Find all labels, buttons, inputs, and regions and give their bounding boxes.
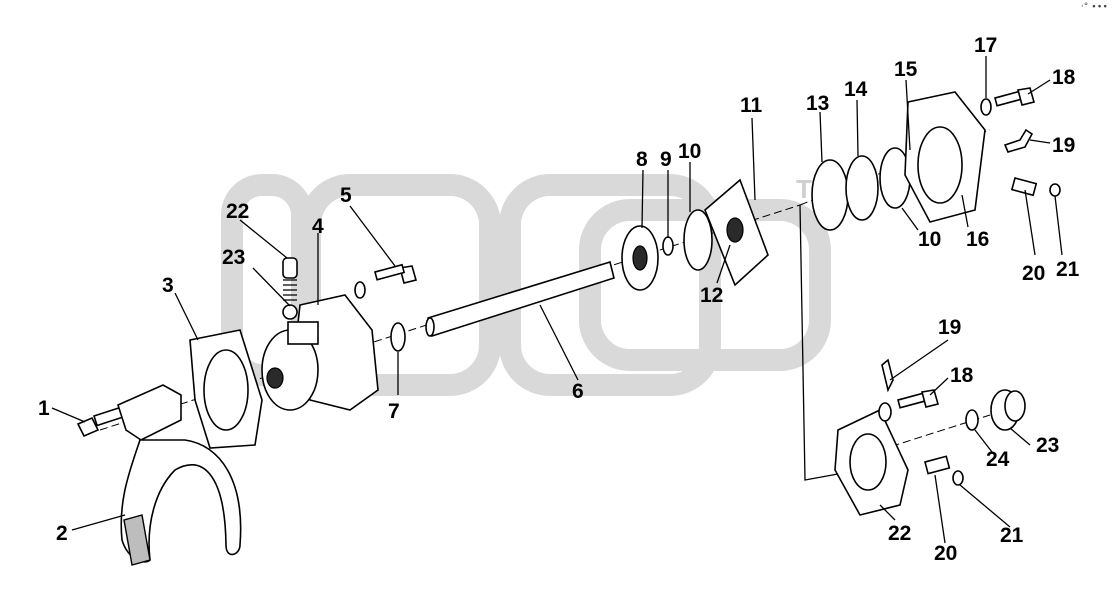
part-22-23-plunger-spring (282, 257, 298, 320)
callout-18-lower: 18 (950, 364, 974, 387)
part-8-seal (621, 225, 659, 291)
part-14-ring (845, 155, 879, 221)
callout-13: 13 (806, 92, 829, 115)
callout-20-upper: 20 (1022, 262, 1045, 285)
callout-23-upper: 23 (222, 246, 245, 269)
callout-18-upper: 18 (1052, 66, 1076, 89)
callout-10-upper-left: 10 (678, 140, 701, 163)
callout-17: 17 (974, 34, 997, 57)
part-1-bolt (76, 404, 131, 438)
corner-mark: ·° ∙∙∙ (1080, 2, 1108, 12)
callout-19-upper: 19 (1052, 134, 1075, 157)
callout-19-lower: 19 (938, 316, 961, 339)
part-20-fitting-upper (1010, 177, 1038, 197)
part-7-o-ring (390, 322, 406, 352)
part-6-shaft (425, 260, 615, 338)
part-10-o-ring (683, 209, 713, 271)
callout-7: 7 (388, 400, 400, 423)
part-13-seal (811, 159, 849, 231)
callout-12: 12 (700, 284, 723, 307)
callout-1: 1 (38, 397, 50, 420)
callout-23-lower: 23 (1036, 434, 1059, 457)
callout-10-right: 10 (918, 228, 941, 251)
callout-11: 11 (740, 94, 763, 117)
part-22-flange-lower (834, 408, 909, 516)
callout-21-lower: 21 (1000, 524, 1024, 547)
part-washer-lower (878, 402, 892, 422)
callout-2: 2 (56, 522, 68, 545)
part-19-pipe-upper (1003, 128, 1034, 153)
callout-24: 24 (986, 448, 1010, 471)
part-16-housing (904, 91, 986, 223)
part-18-bolt-upper (994, 87, 1035, 107)
part-2-shift-fork (117, 384, 242, 566)
callout-14: 14 (844, 78, 868, 101)
part-4-housing (261, 294, 379, 411)
part-20-fitting-lower (924, 455, 951, 475)
part-17-washer (980, 98, 992, 116)
callout-3: 3 (162, 274, 174, 297)
callout-9: 9 (660, 148, 672, 171)
callout-6: 6 (572, 380, 584, 403)
part-9-ring (662, 236, 674, 256)
callout-20-lower: 20 (934, 542, 957, 565)
part-23-plug-lower (990, 389, 1026, 431)
callout-22-upper: 22 (226, 200, 249, 223)
callout-4: 4 (312, 215, 324, 238)
part-18-bolt-lower (897, 389, 939, 409)
callout-8: 8 (636, 148, 648, 171)
callout-16: 16 (966, 228, 989, 251)
leader-lines (51, 56, 1063, 544)
callout-22-lower: 22 (888, 522, 911, 545)
callout-21-upper: 21 (1056, 258, 1080, 281)
part-3-gasket (189, 329, 263, 449)
part-19-pipe-lower (881, 358, 894, 393)
part-5-bolt (354, 263, 417, 299)
callout-15: 15 (894, 58, 918, 81)
part-21-plug-upper (1049, 183, 1061, 197)
part-21-plug-lower (952, 470, 964, 486)
callout-5: 5 (340, 184, 352, 207)
part-24-o-ring (965, 409, 979, 431)
